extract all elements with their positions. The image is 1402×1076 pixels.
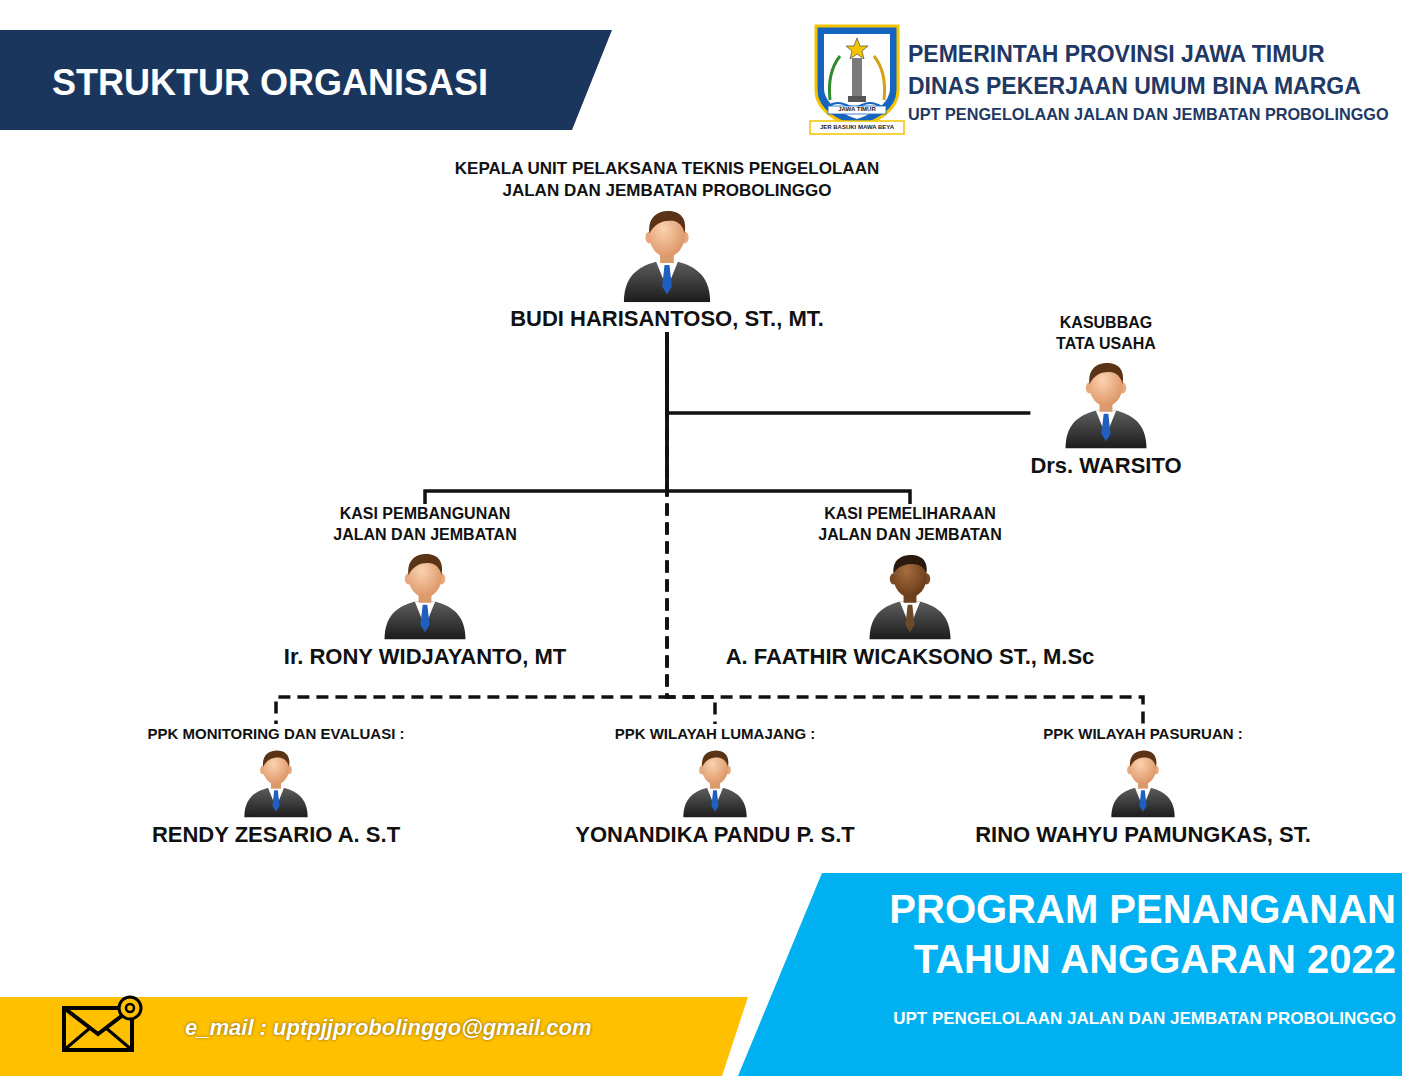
page-title: STRUKTUR ORGANISASI	[52, 61, 488, 105]
dashed-connector	[667, 333, 715, 724]
org-member: PPK WILAYAH LUMAJANG : YONANDIKA PANDU P.…	[575, 724, 855, 848]
person-name: RENDY ZESARIO A. S.T	[152, 822, 400, 848]
org-connector	[667, 333, 1030, 413]
province-logo	[810, 26, 904, 134]
role-title: PPK WILAYAH PASURUAN :	[1043, 724, 1242, 744]
person-name: RINO WAHYU PAMUNGKAS, ST.	[975, 822, 1311, 848]
logo-text: JAWA TIMUR	[830, 106, 884, 113]
dashed-connector	[276, 333, 667, 724]
role-title: KASI PEMBANGUNAN JALAN DAN JEMBATAN	[295, 504, 555, 546]
person-name: Drs. WARSITO	[1030, 453, 1181, 479]
header-line: PEMERINTAH PROVINSI JAWA TIMUR	[908, 40, 1325, 68]
role-title: PPK WILAYAH LUMAJANG :	[615, 724, 816, 744]
email-address: e_mail : uptpjjprobolinggo@gmail.com	[185, 1014, 591, 1042]
person-icon	[624, 211, 710, 302]
program-title: PROGRAM PENANGANAN TAHUN ANGGARAN 2022	[826, 884, 1396, 984]
logo-motto: JER BASUKI MAWA BEYA	[810, 124, 904, 131]
program-band	[738, 873, 1402, 1076]
person-name: YONANDIKA PANDU P. S.T	[575, 822, 855, 848]
org-member: KASI PEMELIHARAAN JALAN DAN JEMBATAN A. F…	[726, 504, 1095, 670]
dashed-connector	[667, 333, 1143, 724]
role-title: PPK MONITORING DAN EVALUASI :	[148, 724, 405, 744]
org-member: KEPALA UNIT PELAKSANA TEKNIS PENGELOLAAN…	[387, 158, 947, 333]
email-icon	[64, 997, 141, 1050]
header-line: DINAS PEKERJAAN UMUM BINA MARGA	[908, 72, 1361, 100]
person-icon	[385, 554, 466, 640]
header-line: UPT PENGELOLAAN JALAN DAN JEMBATAN PROBO…	[908, 104, 1389, 125]
org-member: KASUBBAG TATA USAHA Drs. WARSITO	[1030, 313, 1181, 479]
email-band	[0, 997, 748, 1076]
person-icon	[683, 751, 746, 818]
role-title: KASI PEMELIHARAAN JALAN DAN JEMBATAN	[780, 504, 1040, 546]
org-member: PPK MONITORING DAN EVALUASI : RENDY ZESAR…	[148, 724, 405, 848]
person-icon	[1111, 751, 1174, 818]
org-member: PPK WILAYAH PASURUAN : RINO WAHYU PAMUNGK…	[975, 724, 1311, 848]
person-name: A. FAATHIR WICAKSONO ST., M.Sc	[726, 644, 1095, 670]
program-subtitle: UPT PENGELOLAAN JALAN DAN JEMBATAN PROBO…	[790, 1008, 1396, 1029]
person-icon	[870, 555, 951, 640]
org-member: KASI PEMBANGUNAN JALAN DAN JEMBATAN Ir. R…	[284, 504, 566, 670]
org-connector	[667, 333, 910, 504]
org-connector	[425, 333, 667, 504]
person-name: BUDI HARISANTOSO, ST., MT.	[510, 306, 824, 332]
person-icon	[244, 751, 307, 818]
person-icon	[1066, 363, 1147, 449]
person-name: Ir. RONY WIDJAYANTO, MT	[284, 644, 566, 670]
role-title: KEPALA UNIT PELAKSANA TEKNIS PENGELOLAAN…	[387, 158, 947, 202]
role-title: KASUBBAG TATA USAHA	[1031, 313, 1181, 355]
title-band	[0, 30, 612, 130]
